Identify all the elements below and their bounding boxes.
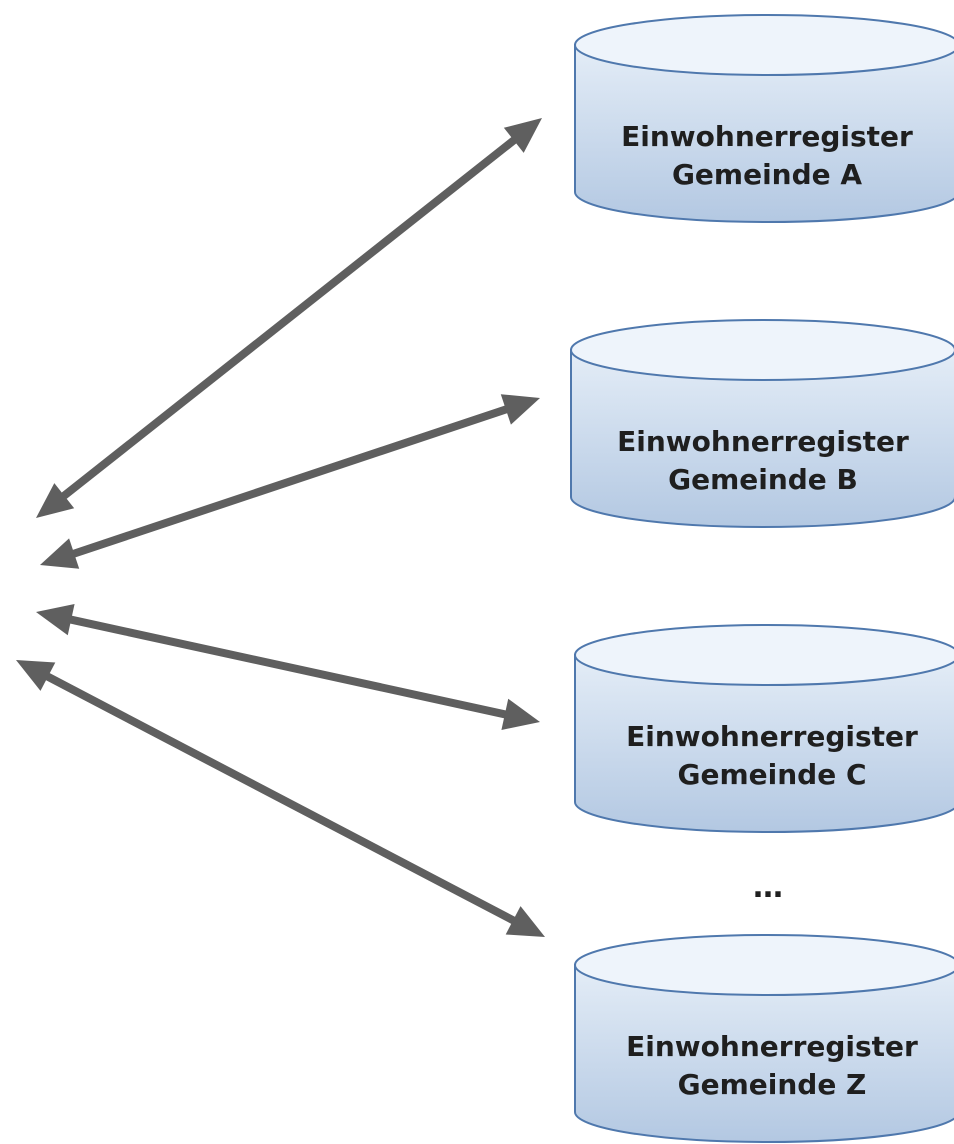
database-label-line2: Gemeinde B xyxy=(668,463,858,496)
arrows-group xyxy=(16,118,545,937)
database-cylinder-z: Einwohnerregister Gemeinde Z xyxy=(574,934,954,1143)
database-cylinder-a: Einwohnerregister Gemeinde A xyxy=(574,14,954,223)
database-label-line2: Gemeinde C xyxy=(678,758,867,791)
arrowhead-right xyxy=(501,698,540,730)
arrowhead-left xyxy=(36,604,75,636)
arrowhead-right xyxy=(500,394,540,425)
arrow-shaft xyxy=(42,671,519,926)
arrowhead-right xyxy=(505,906,545,937)
cylinder-body xyxy=(574,44,954,223)
arrow-shaft xyxy=(66,614,510,720)
ellipsis-indicator: … xyxy=(753,870,783,905)
arrow-to-gemeinde-b xyxy=(40,394,540,569)
arrowhead-right xyxy=(503,118,542,153)
arrow-to-gemeinde-c xyxy=(36,604,540,730)
cylinder-top xyxy=(570,319,954,381)
database-label-line1: Einwohnerregister xyxy=(626,1030,918,1063)
cylinder-body xyxy=(574,964,954,1143)
arrow-shaft xyxy=(58,134,520,502)
arrowhead-left xyxy=(36,483,75,518)
database-label-line2: Gemeinde Z xyxy=(678,1068,867,1101)
arrow-shaft xyxy=(69,404,511,559)
arrowhead-left xyxy=(40,538,80,569)
cylinder-body xyxy=(570,349,954,528)
arrow-to-gemeinde-z xyxy=(16,660,545,937)
cylinder-top xyxy=(574,14,954,76)
database-label-line1: Einwohnerregister xyxy=(617,425,909,458)
database-label-line2: Gemeinde A xyxy=(672,158,862,191)
cylinder-body xyxy=(574,654,954,833)
arrow-to-gemeinde-a xyxy=(36,118,542,518)
database-cylinder-b: Einwohnerregister Gemeinde B xyxy=(570,319,954,528)
database-label-line1: Einwohnerregister xyxy=(621,120,913,153)
database-label-line1: Einwohnerregister xyxy=(626,720,918,753)
arrowhead-left xyxy=(16,660,56,691)
database-cylinder-c: Einwohnerregister Gemeinde C xyxy=(574,624,954,833)
cylinder-top xyxy=(574,624,954,686)
cylinder-top xyxy=(574,934,954,996)
